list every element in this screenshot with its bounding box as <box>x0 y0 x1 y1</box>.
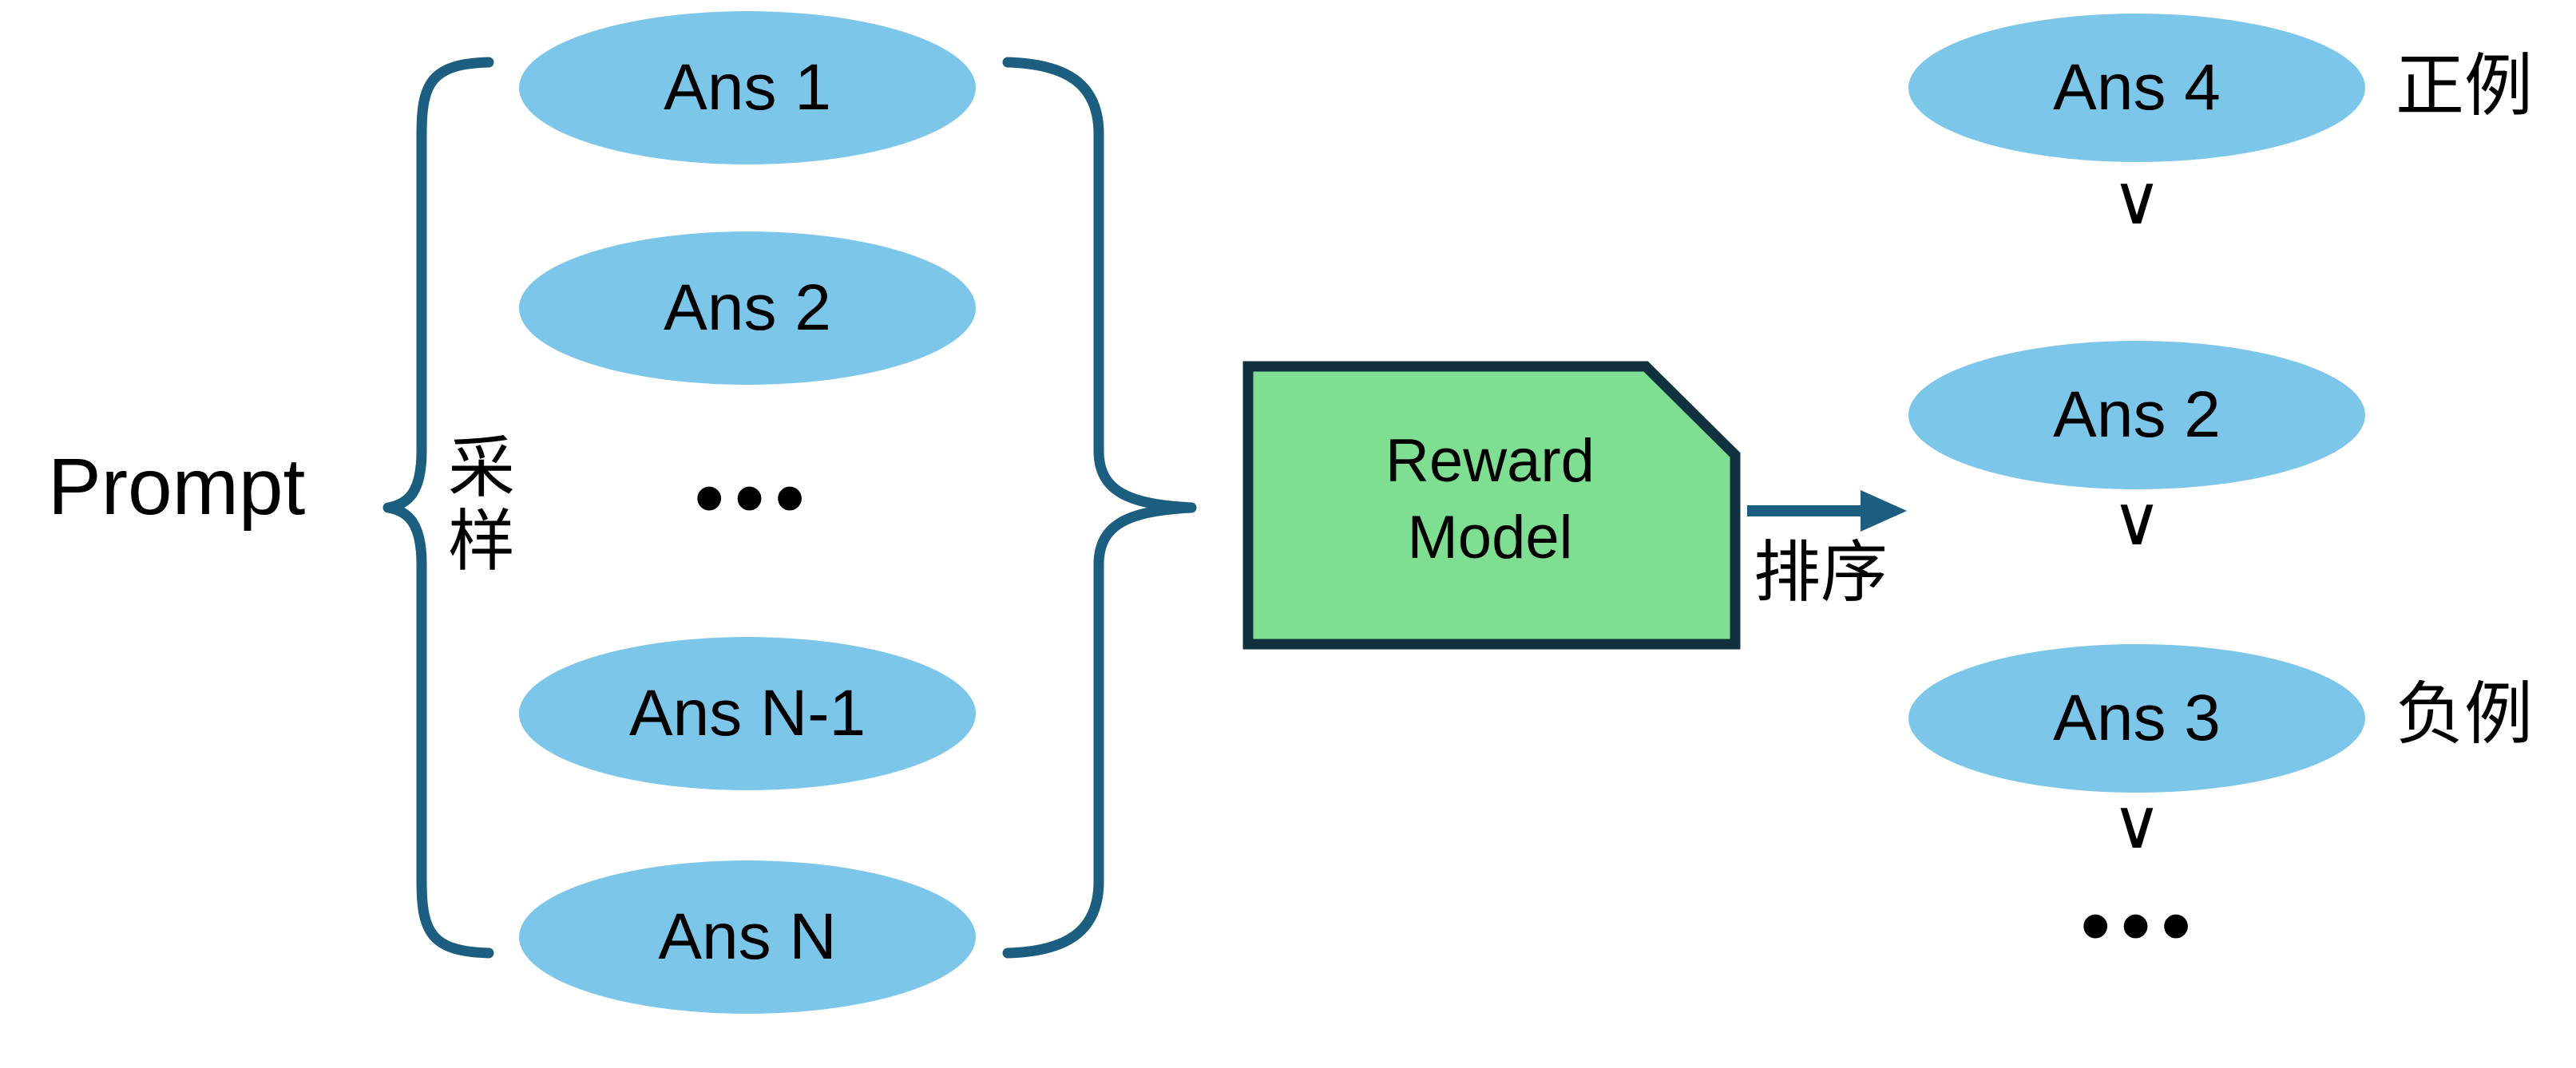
comparator-1: ∨ <box>2111 162 2162 239</box>
sampling-label: 采 样 <box>434 431 529 578</box>
rank-arrow-label: 排序 <box>1754 535 1888 610</box>
comparator-3: ∨ <box>2111 786 2162 863</box>
candidate-ellipse-ans-n-minus-1[interactable]: Ans N-1 <box>519 637 976 790</box>
ranked-ellipse-ans-3[interactable]: Ans 3 <box>1908 644 2365 793</box>
ranked-ellipse-ans-2[interactable]: Ans 2 <box>1908 341 2365 489</box>
sampling-label-line1: 采 <box>447 430 515 505</box>
negative-example-label: 负例 <box>2396 676 2533 753</box>
candidate-ellipse-ans-1[interactable]: Ans 1 <box>519 11 976 164</box>
positive-example-label: 正例 <box>2396 48 2533 125</box>
sampling-label-line2: 样 <box>447 504 515 579</box>
candidate-label: Ans N <box>658 900 837 973</box>
candidate-label: Ans 1 <box>664 51 831 124</box>
rank-arrow-icon <box>1747 490 1907 532</box>
candidate-ellipse-ans-2[interactable]: Ans 2 <box>519 231 976 385</box>
ranked-label: Ans 4 <box>2053 51 2221 124</box>
candidate-label: Ans 2 <box>664 271 831 344</box>
ranked-ellipse-ans-4[interactable]: Ans 4 <box>1908 14 2365 162</box>
ranked-label: Ans 2 <box>2053 378 2221 451</box>
comparator-2: ∨ <box>2111 483 2162 560</box>
ranked-ellipsis: ••• <box>2081 880 2202 972</box>
right-brace-icon <box>1002 57 1197 959</box>
candidate-label: Ans N-1 <box>628 677 866 750</box>
reward-model-shape <box>1242 361 1741 650</box>
ranked-label: Ans 3 <box>2053 682 2221 754</box>
candidate-ellipsis: ••• <box>695 452 816 544</box>
candidate-ellipse-ans-n[interactable]: Ans N <box>519 860 976 1014</box>
prompt-label: Prompt <box>48 442 306 532</box>
reward-model-node[interactable]: Reward Model <box>1242 361 1754 650</box>
